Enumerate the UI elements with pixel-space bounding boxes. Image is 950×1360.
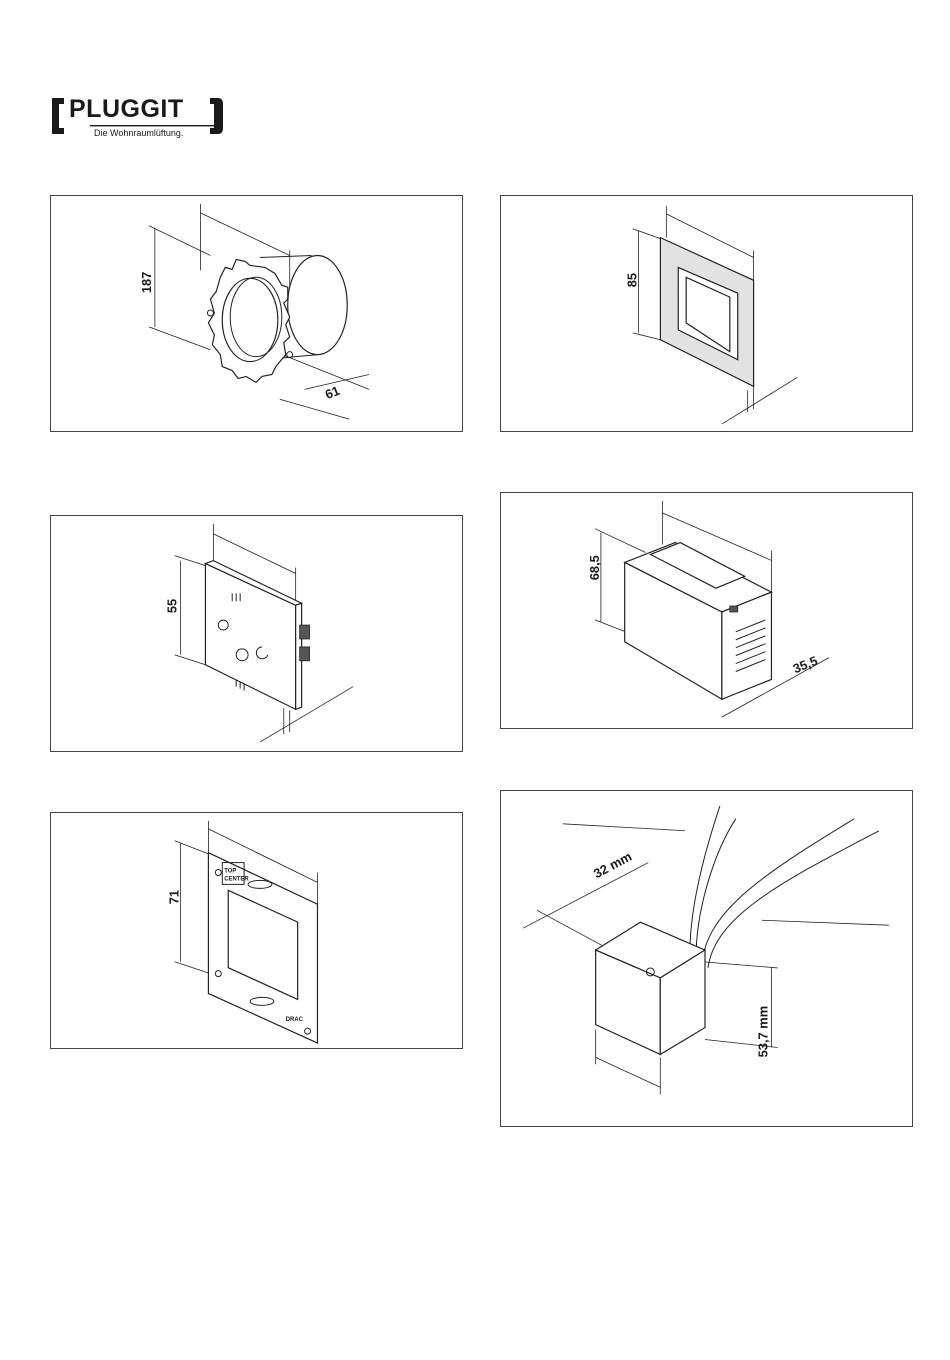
plate-label-center: CENTER bbox=[224, 876, 249, 882]
power-supply-drawing: 68,5 35,5 bbox=[501, 493, 912, 728]
plate-label-bottom: DRAC bbox=[286, 1017, 304, 1023]
power-supply-height: 68,5 bbox=[587, 555, 602, 580]
mounting-plate-drawing: TOP CENTER DRAC 71 bbox=[51, 813, 462, 1048]
panel-control-unit: 55 bbox=[50, 515, 463, 752]
panel-mounting-plate: TOP CENTER DRAC 71 bbox=[50, 812, 463, 1049]
panel-flush-box: 187 61 bbox=[50, 195, 463, 432]
flush-box-depth: 61 bbox=[323, 383, 342, 402]
plate-label-top: TOP bbox=[224, 868, 236, 874]
control-unit-drawing: 55 bbox=[51, 516, 462, 751]
pluggit-logo: PLUGGIT Die Wohnraumlüftung. bbox=[50, 96, 225, 142]
panel-frame: 85 bbox=[500, 195, 913, 432]
module-width: 32 mm bbox=[591, 849, 634, 881]
panel-module: 32 mm 53,7 mm bbox=[500, 790, 913, 1127]
module-wires bbox=[690, 806, 879, 968]
control-unit-dimension: 55 bbox=[165, 599, 180, 613]
module-height: 53,7 mm bbox=[756, 1006, 771, 1058]
frame-drawing: 85 bbox=[501, 196, 912, 431]
brand-name: PLUGGIT bbox=[69, 94, 184, 124]
mounting-plate-dimension: 71 bbox=[167, 890, 182, 904]
frame-dimension: 85 bbox=[625, 273, 640, 287]
module-drawing: 32 mm 53,7 mm bbox=[501, 791, 912, 1126]
flush-box-drawing: 187 61 bbox=[51, 196, 462, 431]
brand-tagline: Die Wohnraumlüftung. bbox=[94, 128, 183, 138]
power-supply-depth: 35,5 bbox=[791, 653, 820, 676]
flush-box-dimension: 187 bbox=[139, 272, 154, 293]
panel-power-supply: 68,5 35,5 bbox=[500, 492, 913, 729]
